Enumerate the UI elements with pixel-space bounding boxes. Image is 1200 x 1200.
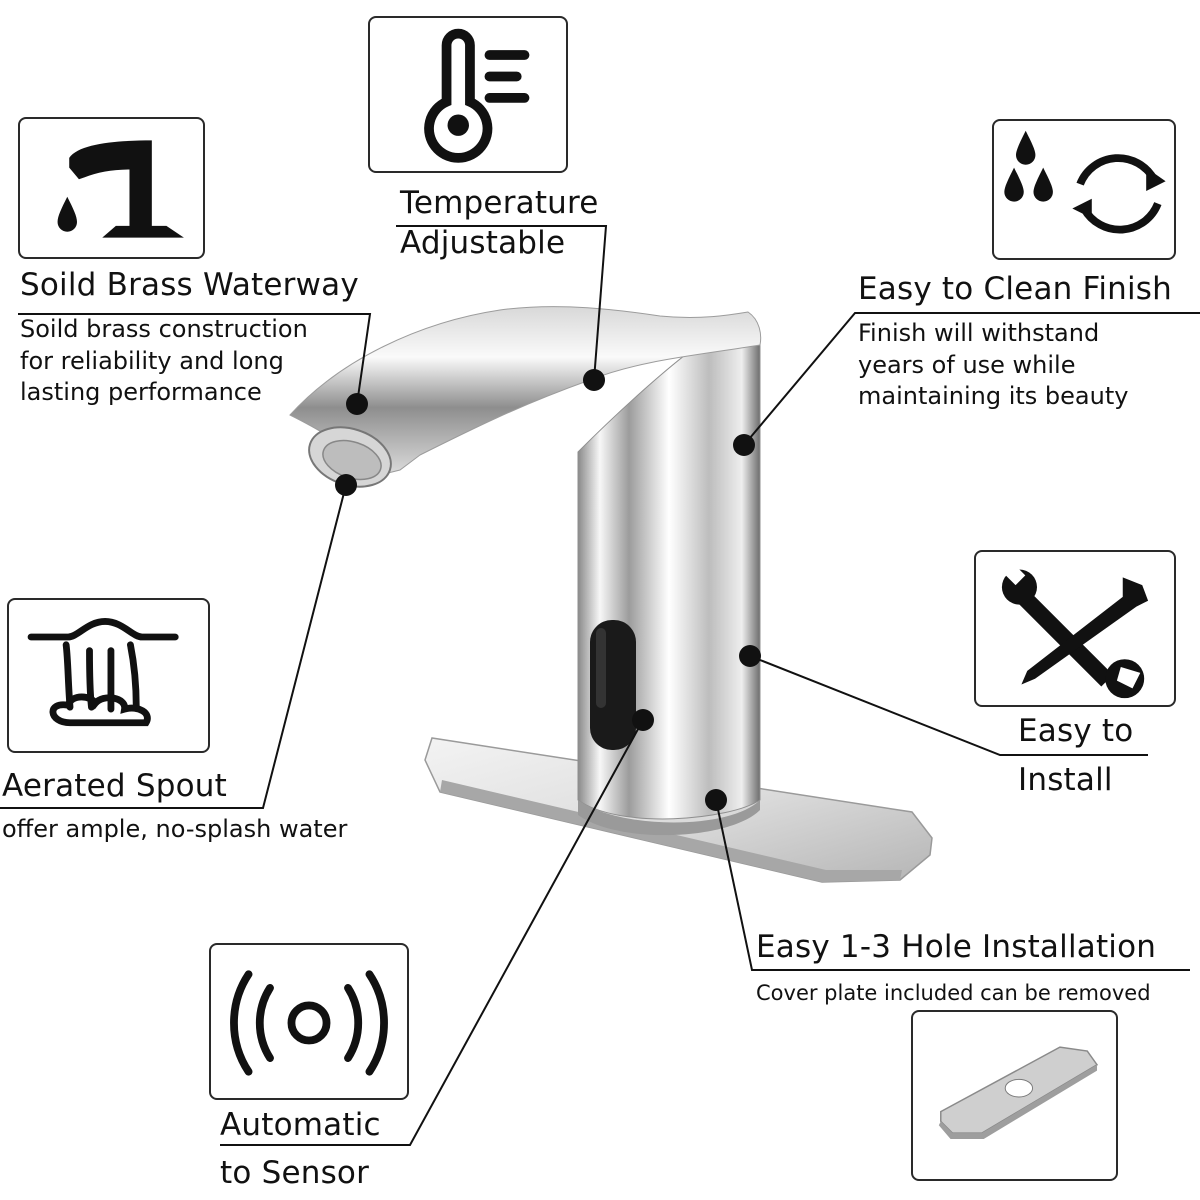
hole-title: Easy 1-3 Hole Installation [756,929,1157,965]
sensor-waves-icon [230,970,388,1076]
faucet-drop-icon [57,140,184,238]
leader-dots [335,369,761,811]
sensor-icon-box [209,943,409,1100]
waterway-title: Soild Brass Waterway [20,267,359,303]
hole-desc: Cover plate included can be removed [756,981,1151,1005]
install-title-line2: Install [1018,762,1113,798]
finish-desc-line2: years of use while [858,350,1076,379]
thermometer-icon [424,28,530,163]
temperature-title-line2: Adjustable [400,225,566,261]
waterway-desc-line2: for reliability and long [20,346,284,375]
cover-plate-icon [938,1046,1099,1139]
install-icon-box [974,550,1176,707]
finish-icon-box [992,119,1176,260]
waterfall-icon [27,618,179,727]
wrench-screwdriver-icon [1001,563,1149,699]
finish-desc-line3: maintaining its beauty [858,382,1129,410]
aerated-icon-box [7,598,210,753]
faucet-body [289,306,762,836]
sensor-title-line2: to Sensor [220,1155,370,1191]
finish-title: Easy to Clean Finish [858,271,1172,307]
aerated-title: Aerated Spout [2,768,227,804]
waterway-desc-line3: lasting performance [20,378,262,406]
temperature-title-line1: Temperature [400,185,599,221]
hole-icon-box [911,1010,1118,1181]
drops-cycle-icon [1004,130,1166,234]
sensor-title-line1: Automatic [220,1107,381,1143]
temperature-icon-box [368,16,568,173]
leader-lines [0,225,1200,1146]
install-title-line1: Easy to [1018,713,1134,749]
waterway-icon-box [18,117,205,259]
waterway-desc: Soild brass construction for reliability… [20,314,308,409]
waterway-desc-line1: Soild brass construction [20,315,308,343]
aerated-desc: offer ample, no-splash water [2,815,348,843]
finish-desc-line1: Finish will withstand [858,319,1100,347]
finish-desc: Finish will withstand years of use while… [858,318,1128,413]
